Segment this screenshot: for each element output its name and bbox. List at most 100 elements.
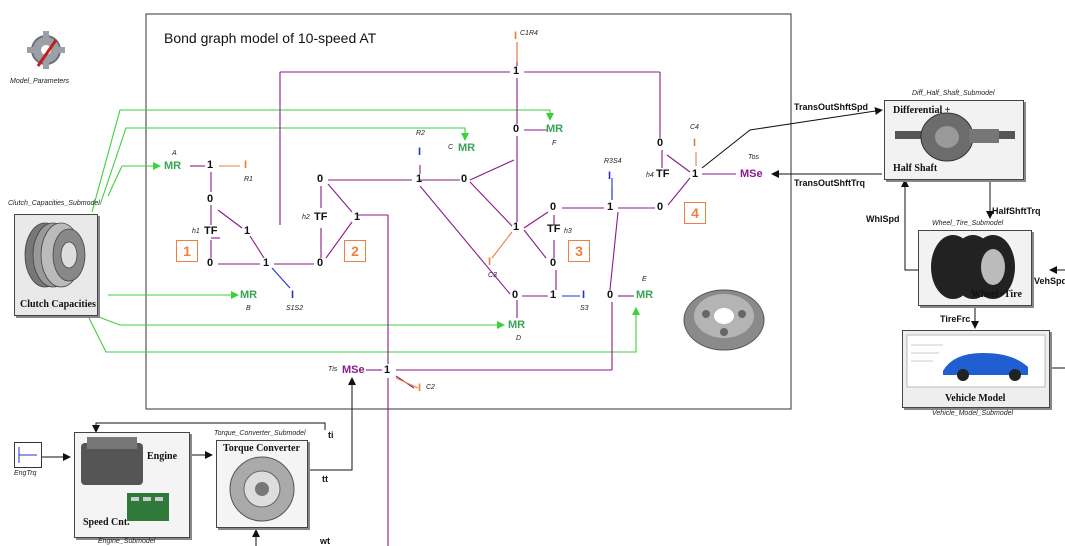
clutch-capacities-block[interactable]: Clutch Capacities — [14, 214, 98, 316]
signal-veh-spd: VehSpd — [1034, 276, 1065, 286]
junction-0-l: 0 — [657, 201, 664, 213]
mse-Tis: MSe — [342, 364, 365, 376]
label-R1: R1 — [244, 176, 253, 183]
label-A: A — [172, 150, 177, 157]
junction-0-b: 0 — [207, 257, 214, 269]
junction-1-e: 1 — [416, 173, 423, 185]
vehicle-submodel-title: Vehicle_Model_Submodel — [932, 410, 1014, 417]
label-h1: h1 — [192, 228, 200, 235]
junction-0-e: 0 — [461, 173, 468, 185]
junction-1-i: 1 — [550, 289, 557, 301]
label-B: B — [246, 305, 251, 312]
engine-label: Engine — [147, 451, 178, 462]
wheel-tire-block[interactable]: Wheel+Tire — [918, 230, 1032, 306]
tf-h4: TF — [656, 168, 670, 180]
diagram-title: Bond graph model of 10-speed AT — [164, 30, 377, 46]
tf-h2: TF — [314, 211, 328, 223]
torque-converter-icon — [229, 456, 295, 522]
engine-icon — [81, 437, 169, 521]
junction-0-g: 0 — [550, 201, 557, 213]
torque-converter-label: Torque Converter — [223, 443, 300, 454]
mr-A: MR — [164, 160, 182, 172]
torque-converter-block[interactable]: Torque Converter — [216, 440, 308, 528]
speed-control-label: Speed Cnt. — [83, 517, 130, 528]
clutch-pack-icon — [24, 222, 86, 288]
tf-h1: TF — [204, 225, 218, 237]
planetary-gear-icon — [676, 276, 772, 358]
differential-icon — [895, 112, 1015, 162]
label-C4: C4 — [690, 124, 699, 131]
junction-0-f: 0 — [513, 123, 520, 135]
label-R3S4: R3S4 — [604, 158, 622, 165]
clutch-capacities-label: Clutch Capacities — [20, 299, 96, 310]
engtrq-label: EngTrq — [14, 470, 37, 477]
mr-D: MR — [508, 319, 526, 331]
i-R1: I — [244, 159, 248, 171]
junction-1-k: 1 — [384, 364, 391, 376]
stage-number-2: 2 — [344, 240, 366, 262]
label-C1R4: C1R4 — [520, 30, 538, 37]
label-Tis: Tis — [328, 366, 338, 373]
label-E: E — [642, 276, 647, 283]
bond-graph-frame — [145, 13, 792, 410]
label-Tos: Tos — [748, 154, 760, 161]
label-D: D — [516, 335, 522, 342]
label-C: C — [448, 144, 454, 151]
label-C3: C3 — [488, 272, 497, 279]
stage-number-3: 3 — [568, 240, 590, 262]
junction-0-a: 0 — [207, 193, 214, 205]
i-S3: I — [582, 289, 586, 301]
junction-0-k: 0 — [657, 137, 664, 149]
stage-number-1: 1 — [176, 240, 198, 262]
model-parameters-gear-icon[interactable] — [26, 28, 66, 74]
wheel-tire-label: Wheel+Tire — [971, 289, 1022, 300]
diff-submodel-title: Diff_Half_Shaft_Submodel — [912, 90, 995, 97]
differential-block[interactable]: Differential + Half Shaft — [884, 100, 1024, 180]
label-S3: S3 — [580, 305, 589, 312]
mr-E: MR — [636, 289, 654, 301]
junction-1-f: 1 — [513, 65, 520, 77]
model-parameters-label: Model_Parameters — [10, 78, 70, 85]
label-h4: h4 — [646, 172, 654, 179]
junction-1-j: 1 — [692, 168, 699, 180]
junction-1-h: 1 — [607, 201, 614, 213]
signal-tire-frc: TireFrc — [940, 314, 971, 324]
stage-number-4: 4 — [684, 202, 706, 224]
signal-wt: wt — [320, 536, 330, 546]
tc-submodel-title: Torque_Converter_Submodel — [214, 430, 306, 437]
i-S1S2: I — [291, 289, 295, 301]
i-R3S4: I — [608, 170, 612, 182]
junction-0-i: 0 — [512, 289, 519, 301]
junction-1-c: 1 — [263, 257, 270, 269]
signal-half-shft-trq: HalfShftTrq — [992, 206, 1041, 216]
label-C2: C2 — [426, 384, 435, 391]
junction-1-b: 1 — [244, 225, 251, 237]
mr-C: MR — [458, 142, 476, 154]
i-R2: I — [418, 146, 422, 158]
engine-block[interactable]: Engine Speed Cnt. — [74, 432, 190, 538]
mr-F: MR — [546, 123, 564, 135]
label-S1S2: S1S2 — [286, 305, 304, 312]
label-h3: h3 — [564, 228, 572, 235]
junction-0-j: 0 — [607, 289, 614, 301]
i-C2: I — [418, 382, 422, 394]
clutch-submodel-title: Clutch_Capacities_Submodel — [8, 200, 100, 207]
i-C3: I — [488, 256, 492, 268]
label-h2: h2 — [302, 214, 310, 221]
i-C1R4: I — [514, 30, 518, 42]
engine-submodel-title: Engine_Submodel — [98, 538, 156, 545]
signal-trans-out-trq: TransOutShftTrq — [794, 178, 866, 188]
signal-whl-spd: WhlSpd — [866, 214, 900, 224]
engtrq-source-icon[interactable] — [14, 442, 42, 468]
junction-0-h: 0 — [550, 257, 557, 269]
label-R2: R2 — [416, 130, 425, 137]
vehicle-model-block[interactable]: Vehicle Model — [902, 330, 1050, 408]
label-F: F — [552, 140, 557, 147]
junction-1-a: 1 — [207, 159, 214, 171]
signal-trans-out-spd: TransOutShftSpd — [794, 102, 868, 112]
i-C4: I — [693, 137, 697, 149]
diff-label-bottom: Half Shaft — [893, 163, 938, 174]
mse-Tos: MSe — [740, 168, 763, 180]
